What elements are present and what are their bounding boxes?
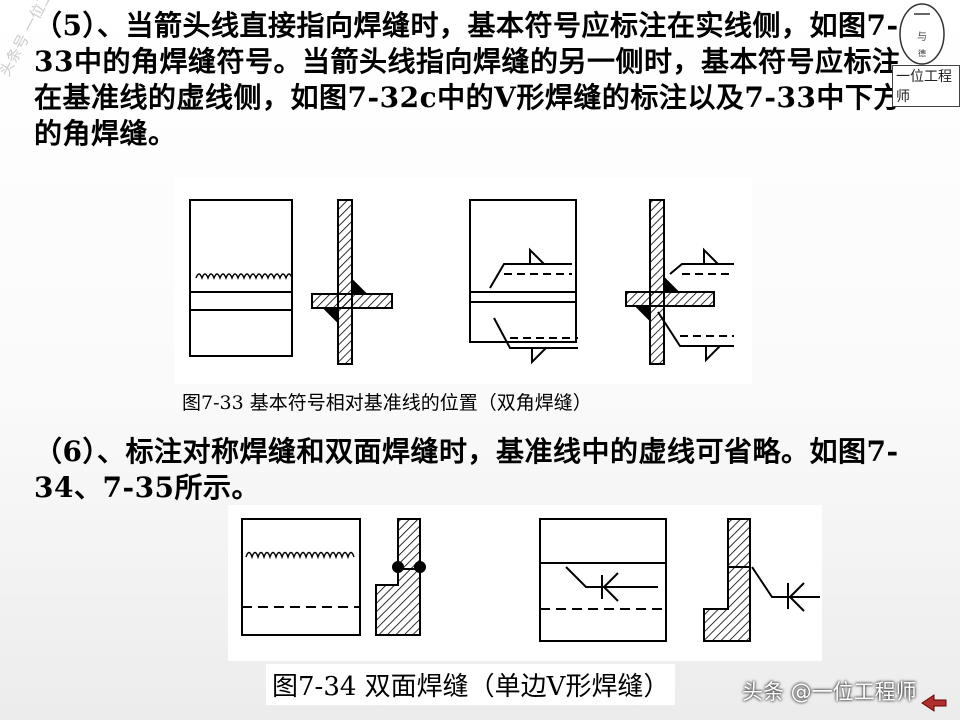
fig1-panel-d	[625, 199, 734, 365]
logo-label: 一位工程师	[892, 65, 960, 107]
figure-7-34-drawing	[228, 505, 822, 661]
figure-7-33-drawing	[174, 178, 752, 384]
svg-text:德: 德	[918, 48, 926, 58]
svg-text:与: 与	[917, 31, 927, 43]
section-6-paragraph: （6）、标注对称焊缝和双面焊缝时，基准线中的虚线可省略。如图7-34、7-35所…	[34, 435, 899, 504]
bottom-watermark: 头条 @一位工程师	[742, 680, 917, 704]
fig1-panel-b	[311, 199, 393, 365]
watermark-arrow-icon	[921, 694, 947, 712]
fig2-panel-a	[241, 518, 361, 636]
logo-seal-icon: 与 德	[899, 3, 945, 65]
fig2-panel-d	[703, 518, 820, 642]
fig1-panel-c	[469, 199, 578, 365]
figure-7-34-caption: 图7-34 双面焊缝（单边V形焊缝）	[266, 664, 676, 705]
fig1-panel-a	[189, 199, 293, 357]
fig2-panel-b	[375, 518, 426, 636]
figure-7-33-caption: 图7-33 基本符号相对基准线的位置（双角焊缝）	[182, 392, 592, 414]
fig2-panel-c	[539, 518, 667, 642]
section-5-paragraph: （5）、当箭头线直接指向焊缝时，基本符号应标注在实线侧，如图7-33中的角焊缝符…	[34, 9, 902, 150]
